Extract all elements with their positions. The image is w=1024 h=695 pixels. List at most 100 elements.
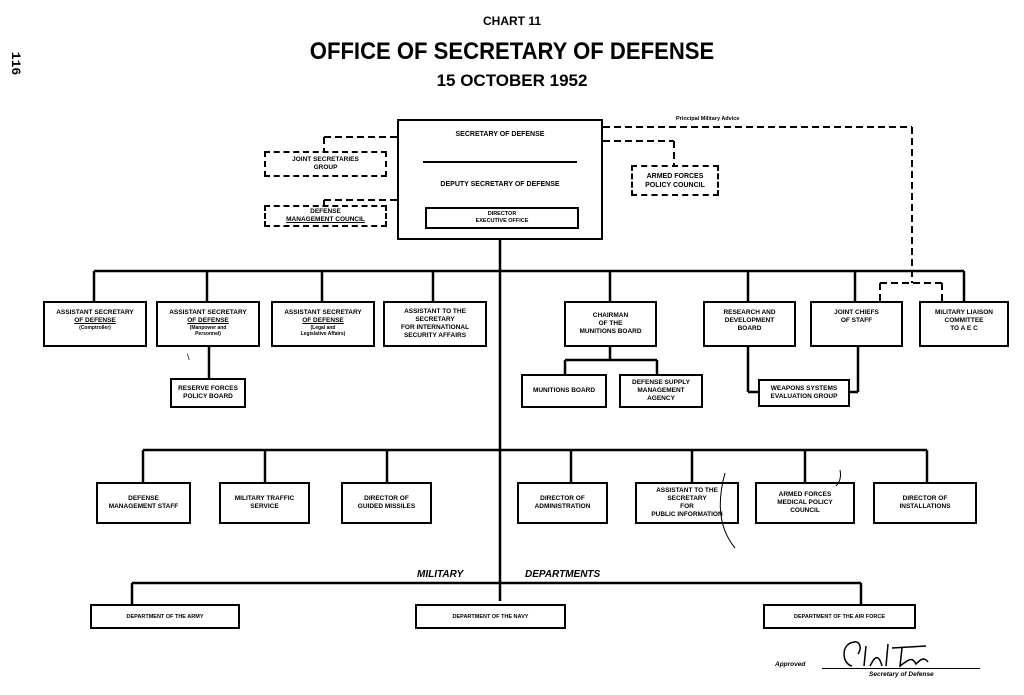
asd-comptroller-box[interactable]: ASSISTANT SECRETARY OF DEFENSE (Comptrol… — [43, 301, 147, 347]
joint-secretaries-group-box[interactable]: JOINT SECRETARIES GROUP — [264, 151, 387, 177]
box-line: DEFENSE SUPPLY — [632, 379, 690, 386]
military-label: MILITARY — [417, 569, 464, 580]
munitions-board-box[interactable]: MUNITIONS BOARD — [521, 374, 607, 408]
box-line: DEPARTMENT OF THE ARMY — [126, 613, 204, 620]
box-subline: (Comptroller) — [79, 325, 111, 331]
box-line: ASSISTANT SECRETARY — [169, 309, 247, 316]
box-line: ASSISTANT TO THE — [404, 308, 466, 315]
signature-icon — [843, 641, 929, 668]
secretary-title: SECRETARY OF DEFENSE — [455, 131, 545, 138]
military-traffic-service-box[interactable]: MILITARY TRAFFIC SERVICE — [219, 482, 310, 524]
defense-management-council-box[interactable]: DEFENSE MANAGEMENT COUNCIL — [264, 205, 387, 227]
box-line: ARMED FORCES — [778, 491, 832, 498]
box-line: OF DEFENSE — [187, 317, 229, 324]
box-line: SECRETARY — [667, 495, 707, 502]
box-line: ASSISTANT SECRETARY — [56, 309, 134, 316]
director-administration-box[interactable]: DIRECTOR OF ADMINISTRATION — [517, 482, 608, 524]
divider-line — [423, 161, 577, 163]
reserve-forces-policy-board-box[interactable]: RESERVE FORCES POLICY BOARD — [170, 378, 246, 408]
signer-title: Secretary of Defense — [869, 671, 934, 678]
box-line: SECRETARY — [415, 316, 455, 323]
box-subline: Legislative Affairs) — [300, 331, 346, 337]
box-line: DIRECTOR — [487, 211, 517, 217]
box-line: MANAGEMENT STAFF — [108, 503, 179, 510]
chart-label: CHART 11 — [482, 14, 541, 28]
box-subline: (Legal and — [310, 325, 336, 331]
box-line: FOR — [680, 503, 694, 510]
box-line: BOARD — [737, 325, 762, 332]
munitions-board-chairman-box[interactable]: CHAIRMAN OF THE MUNITIONS BOARD — [564, 301, 657, 347]
box-line: MANAGEMENT COUNCIL — [286, 216, 365, 223]
ats-international-security-box[interactable]: ASSISTANT TO THE SECRETARY FOR INTERNATI… — [383, 301, 487, 347]
box-subline: Personnel) — [195, 331, 221, 337]
military-liaison-committee-box[interactable]: MILITARY LIAISON COMMITTEE TO A E C — [919, 301, 1009, 347]
box-line: COMMITTEE — [944, 317, 984, 324]
weapons-systems-evaluation-group-box[interactable]: WEAPONS SYSTEMS EVALUATION GROUP — [758, 379, 850, 407]
chart-title: OFFICE OF SECRETARY OF DEFENSE — [309, 38, 715, 65]
armed-forces-policy-council-box[interactable]: ARMED FORCES POLICY COUNCIL — [631, 165, 719, 196]
box-line: POLICY COUNCIL — [645, 181, 705, 189]
box-line: MUNITIONS BOARD — [579, 328, 642, 335]
box-line: DIRECTOR OF — [902, 495, 948, 502]
joint-chiefs-of-staff-box[interactable]: JOINT CHIEFS OF STAFF — [810, 301, 903, 347]
box-line: SERVICE — [250, 503, 279, 510]
box-line: JOINT CHIEFS — [834, 309, 879, 316]
box-line: RESERVE FORCES — [178, 385, 238, 392]
departments-label: DEPARTMENTS — [525, 569, 601, 580]
box-line: ARMED FORCES — [646, 172, 704, 180]
department-of-the-army-box[interactable]: DEPARTMENT OF THE ARMY — [90, 604, 240, 629]
defense-supply-management-agency-box[interactable]: DEFENSE SUPPLY MANAGEMENT AGENCY — [619, 374, 703, 408]
box-line: DEFENSE — [310, 208, 341, 215]
box-line: ADMINISTRATION — [534, 503, 591, 510]
box-line: INSTALLATIONS — [899, 503, 951, 510]
deputy-secretary-title: DEPUTY SECRETARY OF DEFENSE — [440, 181, 560, 188]
department-of-the-air-force-box[interactable]: DEPARTMENT OF THE AIR FORCE — [763, 604, 916, 629]
box-line: MEDICAL POLICY — [777, 499, 833, 506]
signature-line — [822, 668, 980, 669]
approved-label: Approved — [775, 661, 806, 668]
box-line: OF DEFENSE — [74, 317, 116, 324]
box-line: JOINT SECRETARIES — [292, 156, 359, 163]
box-subline: (Manpower and — [189, 325, 227, 331]
box-line: RESEARCH AND — [723, 309, 776, 316]
box-line: DEPARTMENT OF THE AIR FORCE — [793, 613, 886, 620]
box-line: DEFENSE — [128, 495, 159, 502]
box-line: OF STAFF — [840, 317, 873, 324]
box-line: POLICY BOARD — [183, 393, 233, 400]
chart-date: 15 OCTOBER 1952 — [436, 71, 588, 90]
box-line: EVALUATION GROUP — [770, 393, 838, 400]
research-development-board-box[interactable]: RESEARCH AND DEVELOPMENT BOARD — [703, 301, 796, 347]
executive-office-box[interactable]: DIRECTOR EXECUTIVE OFFICE — [425, 207, 579, 229]
box-line: SECURITY AFFAIRS — [403, 332, 467, 339]
box-line: MILITARY LIAISON — [934, 309, 994, 316]
box-line: OF DEFENSE — [302, 317, 344, 324]
defense-management-staff-box[interactable]: DEFENSE MANAGEMENT STAFF — [96, 482, 191, 524]
director-installations-box[interactable]: DIRECTOR OF INSTALLATIONS — [873, 482, 977, 524]
box-line: TO A E C — [950, 325, 978, 332]
box-line: COUNCIL — [790, 507, 820, 514]
director-guided-missiles-box[interactable]: DIRECTOR OF GUIDED MISSILES — [341, 482, 432, 524]
box-line: ASSISTANT TO THE — [656, 487, 718, 494]
principal-military-advice-label: Principal Military Advice — [676, 116, 740, 122]
box-line: GUIDED MISSILES — [357, 503, 416, 510]
box-line: AGENCY — [647, 395, 675, 402]
box-line: DEPARTMENT OF THE NAVY — [452, 613, 529, 620]
asd-manpower-box[interactable]: ASSISTANT SECRETARY OF DEFENSE (Manpower… — [156, 301, 260, 347]
armed-forces-medical-policy-council-box[interactable]: ARMED FORCES MEDICAL POLICY COUNCIL — [755, 482, 855, 524]
box-line: MILITARY TRAFFIC — [234, 495, 295, 502]
secretary-of-defense-box[interactable]: SECRETARY OF DEFENSE DEPUTY SECRETARY OF… — [397, 119, 603, 240]
box-line: OF THE — [598, 320, 623, 327]
department-of-the-navy-box[interactable]: DEPARTMENT OF THE NAVY — [415, 604, 566, 629]
asd-legal-box[interactable]: ASSISTANT SECRETARY OF DEFENSE (Legal an… — [271, 301, 375, 347]
box-line: CHAIRMAN — [592, 312, 629, 319]
box-line: GROUP — [313, 164, 338, 171]
box-line: ASSISTANT SECRETARY — [284, 309, 362, 316]
stray-mark: \ — [187, 352, 190, 362]
box-line: FOR INTERNATIONAL — [400, 324, 470, 331]
box-line: MUNITIONS BOARD — [532, 387, 596, 394]
box-line: PUBLIC INFORMATION — [651, 511, 723, 518]
box-line: EXECUTIVE OFFICE — [475, 218, 529, 224]
box-line: DIRECTOR OF — [540, 495, 585, 502]
